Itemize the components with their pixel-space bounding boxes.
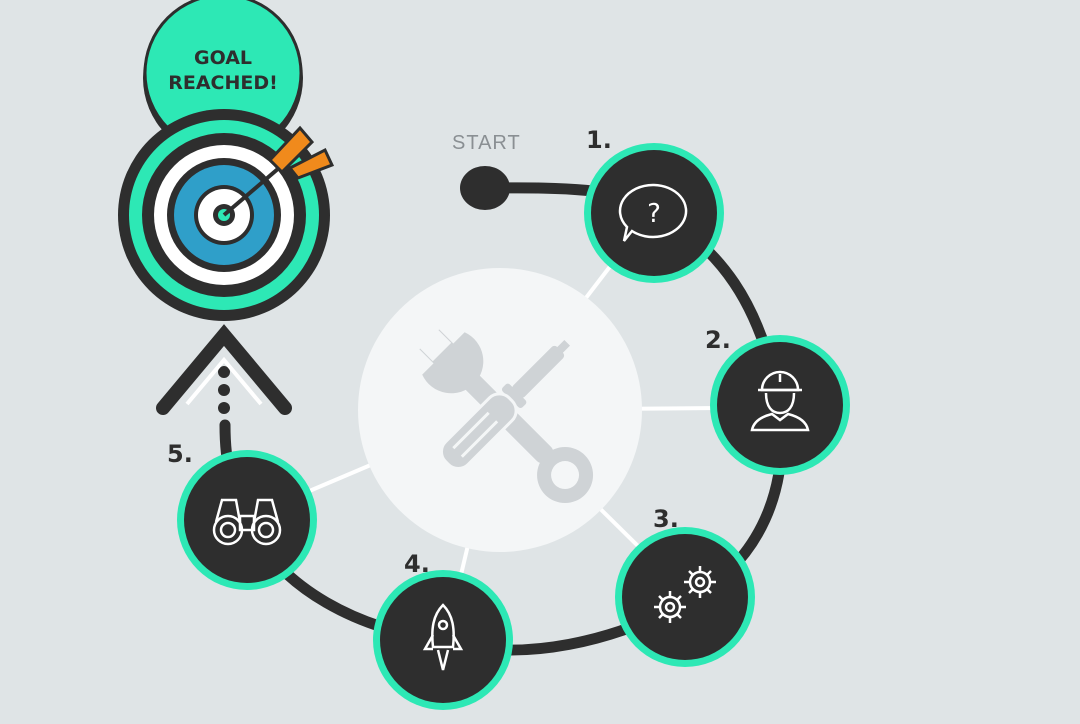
gears-icon: [654, 566, 716, 623]
binoculars-icon: [212, 498, 282, 546]
goal-reached-label: GOAL REACHED!: [143, 46, 303, 96]
step-4-number: 4.: [404, 550, 430, 578]
question-bubble-icon: [618, 183, 688, 242]
goal-label-line2: REACHED!: [168, 72, 278, 94]
step-4-node: [373, 570, 513, 710]
step-2-node: [710, 335, 850, 475]
step-1-number: 1.: [586, 126, 612, 154]
step-5-number: 5.: [167, 440, 193, 468]
step-3-node: [615, 527, 755, 667]
start-dot: [460, 166, 510, 210]
path-dots: [218, 366, 230, 414]
start-label: START: [452, 132, 521, 154]
step-2-number: 2.: [705, 326, 731, 354]
step-1-node: ?: [584, 143, 724, 283]
tools-icon: [407, 317, 594, 504]
goal-label-line1: GOAL: [193, 47, 253, 69]
step-5-node: [177, 450, 317, 590]
target-arrow-icon: [118, 109, 335, 321]
rocket-icon: [422, 603, 464, 671]
worker-helmet-icon: [750, 370, 810, 432]
up-arrow-inner: [185, 356, 263, 406]
step-3-number: 3.: [653, 505, 679, 533]
up-arrow-icon: [156, 324, 292, 415]
svg-text:?: ?: [647, 199, 661, 229]
